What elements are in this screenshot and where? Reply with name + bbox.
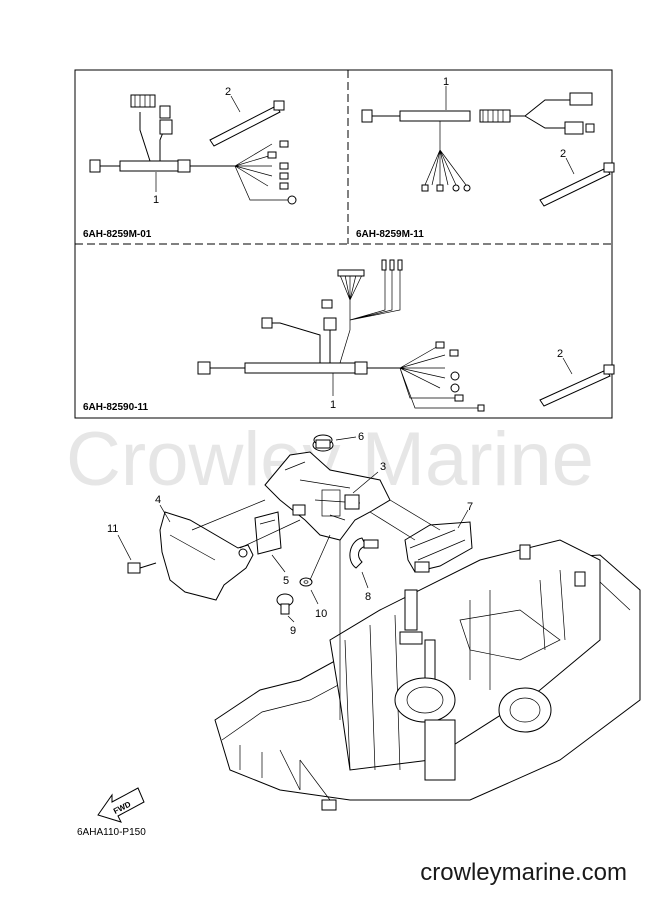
callout-10: 10 bbox=[315, 608, 327, 620]
callout-9: 9 bbox=[290, 625, 296, 637]
assembly-leader-lines bbox=[191, 499, 441, 720]
part-10-washer-drawing bbox=[299, 577, 313, 587]
engine-block-drawing bbox=[214, 539, 641, 811]
part-6-grommet-drawing bbox=[312, 434, 334, 452]
wire-harness-drawing-3 bbox=[197, 259, 485, 412]
kit-code-3: 6AH-82590-11 bbox=[83, 402, 148, 413]
fwd-arrow-icon: FWD bbox=[97, 787, 145, 823]
cable-tie-drawing-2 bbox=[539, 162, 615, 207]
kit-code-2: 6AH-8259M-11 bbox=[356, 229, 424, 240]
harness-kit-frame bbox=[74, 69, 613, 419]
callout-4: 4 bbox=[155, 494, 161, 506]
callout-1-kit-2: 1 bbox=[443, 76, 449, 88]
kit-panel-2: 1 2 6AH-8259M-11 bbox=[356, 76, 615, 240]
part-4-cover-drawing bbox=[159, 511, 254, 601]
callout-7: 7 bbox=[467, 501, 473, 513]
figure-code: 6AHA110-P150 bbox=[77, 827, 146, 838]
cable-tie-drawing-1 bbox=[209, 100, 285, 147]
part-9-bolt-drawing bbox=[276, 593, 294, 615]
kit-panel-3: 1 2 6AH-82590-11 bbox=[83, 259, 615, 413]
callout-8: 8 bbox=[365, 591, 371, 603]
callout-1-kit-1: 1 bbox=[153, 194, 159, 206]
callout-6: 6 bbox=[358, 431, 364, 443]
part-11-bolt-drawing bbox=[127, 562, 157, 574]
callout-2-kit-1: 2 bbox=[225, 86, 231, 98]
callout-3: 3 bbox=[380, 461, 386, 473]
callout-5: 5 bbox=[283, 575, 289, 587]
footer-site-text: crowleymarine.com bbox=[420, 859, 627, 886]
wire-harness-drawing-1 bbox=[89, 94, 297, 205]
part-3-bracket-drawing bbox=[264, 451, 391, 541]
kit-code-1: 6AH-8259M-01 bbox=[83, 229, 152, 240]
callout-2-kit-3: 2 bbox=[557, 348, 563, 360]
callout-1-kit-3: 1 bbox=[330, 399, 336, 411]
part-5-plate-drawing bbox=[254, 511, 282, 555]
cable-tie-drawing-3 bbox=[539, 364, 615, 407]
part-7-holder-drawing bbox=[404, 521, 473, 573]
exploded-assembly: 3 6 4 11 5 bbox=[107, 431, 641, 811]
part-8-clamp-drawing bbox=[349, 537, 379, 569]
callout-2-kit-2: 2 bbox=[560, 148, 566, 160]
callout-11: 11 bbox=[107, 523, 118, 535]
wire-harness-drawing-2 bbox=[361, 92, 595, 192]
kit-panel-1: 1 2 6AH-8259M-01 bbox=[83, 86, 297, 240]
